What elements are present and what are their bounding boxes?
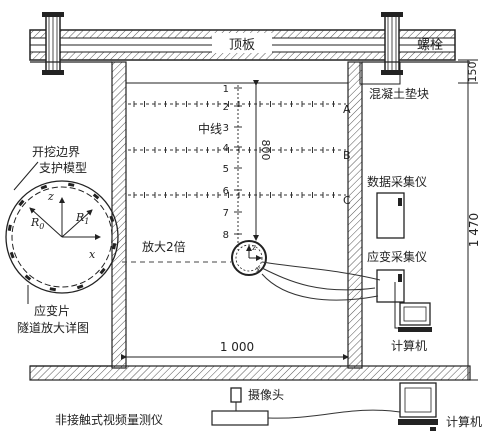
row-b-label: B [343,149,351,162]
strain-acq-label: 应变采集仪 [367,249,427,264]
dim-150: 150 [466,62,479,83]
camera-label: 摄像头 [248,387,284,402]
strain-gauge-mark [67,182,75,187]
strain-gauge-mark [24,274,32,281]
strain-gauge-label: 应变片 [34,303,70,318]
strain-gauge-mark [18,199,25,207]
data-acq-label: 数据采集仪 [367,174,427,189]
top-plate-label: 顶板 [229,38,255,53]
point-label: 4 [223,143,229,154]
point-label: 5 [223,164,229,175]
boundary-label-line2: 支护模型 [39,161,87,175]
tunnel-model: z x [231,240,267,276]
measurement-rows: A B C [128,101,351,207]
strain-gauge-mark [109,215,115,223]
row-a-label: A [343,103,351,116]
tunnel-x-axis: x [256,265,261,274]
tunnel-detail-label: 隧道放大详图 [17,320,89,335]
point-label: 2 [223,102,229,113]
concrete-block [359,61,401,85]
video-meter-label: 非接触式视频量测仪 [55,412,163,427]
data-acquisition-device [376,192,405,239]
centerline-label: 中线 [198,121,222,136]
strain-gauge-mark [49,287,57,292]
computer-bottom [398,382,438,431]
tunnel-detail: z x R0 R1 [5,180,119,294]
point-label: 1 [223,84,229,95]
dim-1000: 1 000 [220,340,254,354]
dimension-right: 150 1 470 [458,59,481,381]
strain-gauge-mark [92,193,100,200]
centerline: 中线 1 2 3 4 5 6 7 8 [198,84,242,250]
strain-gauge-mark [76,284,84,290]
computer-bottom-label: 计算机 [446,414,482,429]
point-label: 6 [223,186,229,197]
dimension-800: 800 [253,80,272,241]
strain-gauge-mark [99,267,106,275]
strain-acquisition-device [376,269,405,303]
strain-cables [261,261,381,301]
point-label: 3 [223,123,229,134]
dimension-bottom: 1 000 [121,338,349,360]
test-box [29,61,471,381]
detail-z-axis: z [47,190,54,203]
point-label: 8 [223,230,229,241]
strain-gauge-mark [7,224,12,232]
point-label: 7 [223,208,229,219]
tunnel-z-axis: z [252,243,256,252]
computer-right [394,282,432,332]
video-cable [267,409,401,419]
video-meter-box [211,410,269,426]
boundary-label-line1: 开挖边界 [32,144,80,159]
row-c-label: C [343,194,351,207]
r1-label: R1 [75,211,89,226]
bolt-right [381,12,403,75]
boundary-leader [13,161,39,191]
camera [230,387,242,411]
strain-gauge-mark [9,251,15,259]
bolt-label: 螺栓 [417,38,443,53]
strain-gauge-mark [112,242,117,250]
strain-gauge-mark [40,184,48,190]
dim-800: 800 [259,140,272,161]
computer-right-label: 计算机 [391,338,427,353]
r0-label: R0 [30,216,44,231]
dim-1470: 1 470 [467,213,481,247]
bolt-left [42,12,64,75]
magnify-label: 放大2倍 [142,239,186,254]
concrete-block-label: 混凝土垫块 [369,86,429,101]
detail-x-axis: x [89,248,96,261]
